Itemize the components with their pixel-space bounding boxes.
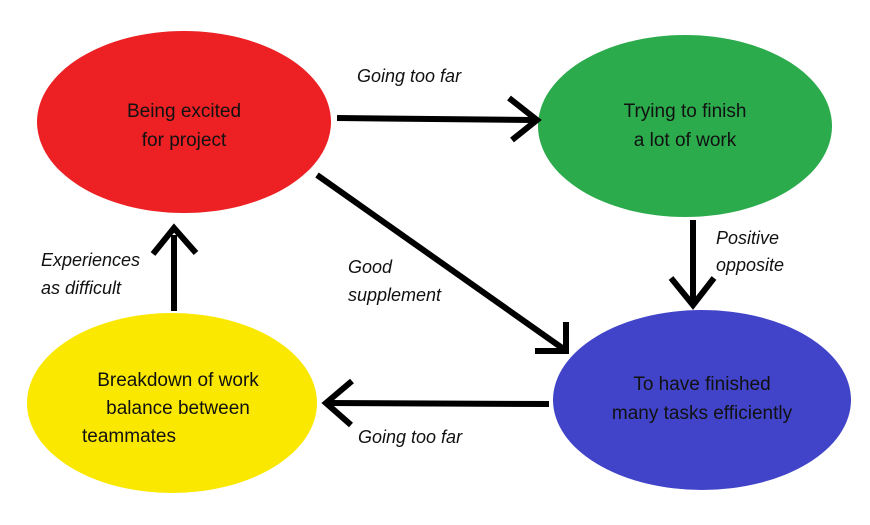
edge-breakdown-to-excited-arrowhead xyxy=(150,223,199,256)
node-being-excited-label-line2: for project xyxy=(142,130,227,151)
node-breakdown-of-work-label-line1: Breakdown of work xyxy=(97,370,259,391)
edge-excited-to-trying-arrowhead xyxy=(507,95,542,143)
edge-excited-to-finished-arrowhead xyxy=(535,322,569,354)
edge-excited-to-trying-label: Going too far xyxy=(357,66,462,86)
edge-finished-to-breakdown-arrowhead xyxy=(321,378,354,428)
node-trying-to-finish-label-line2: a lot of work xyxy=(634,130,737,151)
node-being-excited-label-line1: Being excited xyxy=(127,101,241,122)
node-breakdown-of-work-label-line3: teammates xyxy=(82,426,176,447)
edge-breakdown-to-excited[interactable]: Experiences as difficult xyxy=(41,223,199,311)
edge-excited-to-trying[interactable]: Going too far xyxy=(336,66,542,143)
edge-excited-to-finished-line xyxy=(315,172,567,353)
node-trying-to-finish-shape[interactable] xyxy=(538,35,832,217)
node-to-have-finished[interactable]: To have finished many tasks efficiently xyxy=(553,310,851,490)
edge-finished-to-breakdown-line xyxy=(329,400,550,407)
node-to-have-finished-shape[interactable] xyxy=(553,310,851,490)
node-trying-to-finish[interactable]: Trying to finish a lot of work xyxy=(538,35,832,217)
node-to-have-finished-label-line1: To have finished xyxy=(633,374,770,395)
edge-excited-to-finished-label-line1: Good xyxy=(348,257,393,277)
edge-trying-to-finished[interactable]: Positive opposite xyxy=(668,220,784,310)
edge-trying-to-finished-label-line1: Positive xyxy=(716,228,779,248)
edge-breakdown-to-excited-label-line1: Experiences xyxy=(41,250,140,270)
edge-excited-to-finished[interactable]: Good supplement xyxy=(315,172,569,354)
node-breakdown-of-work[interactable]: Breakdown of work balance between teamma… xyxy=(27,313,317,493)
edge-trying-to-finished-label-line2: opposite xyxy=(716,255,784,275)
node-breakdown-of-work-label-line2: balance between xyxy=(106,398,250,419)
edge-excited-to-trying-line xyxy=(336,115,535,123)
node-being-excited-shape[interactable] xyxy=(37,31,331,213)
edge-excited-to-finished-label-line2: supplement xyxy=(348,285,442,305)
edge-trying-to-finished-arrowhead xyxy=(668,276,717,310)
node-breakdown-of-work-shape[interactable] xyxy=(27,313,317,493)
node-being-excited[interactable]: Being excited for project xyxy=(37,31,331,213)
edge-breakdown-to-excited-label-line2: as difficult xyxy=(41,278,122,298)
node-to-have-finished-label-line2: many tasks efficiently xyxy=(612,403,793,424)
edge-finished-to-breakdown-label: Going too far xyxy=(358,427,463,447)
node-trying-to-finish-label-line1: Trying to finish xyxy=(624,101,747,122)
edge-finished-to-breakdown[interactable]: Going too far xyxy=(321,378,550,447)
